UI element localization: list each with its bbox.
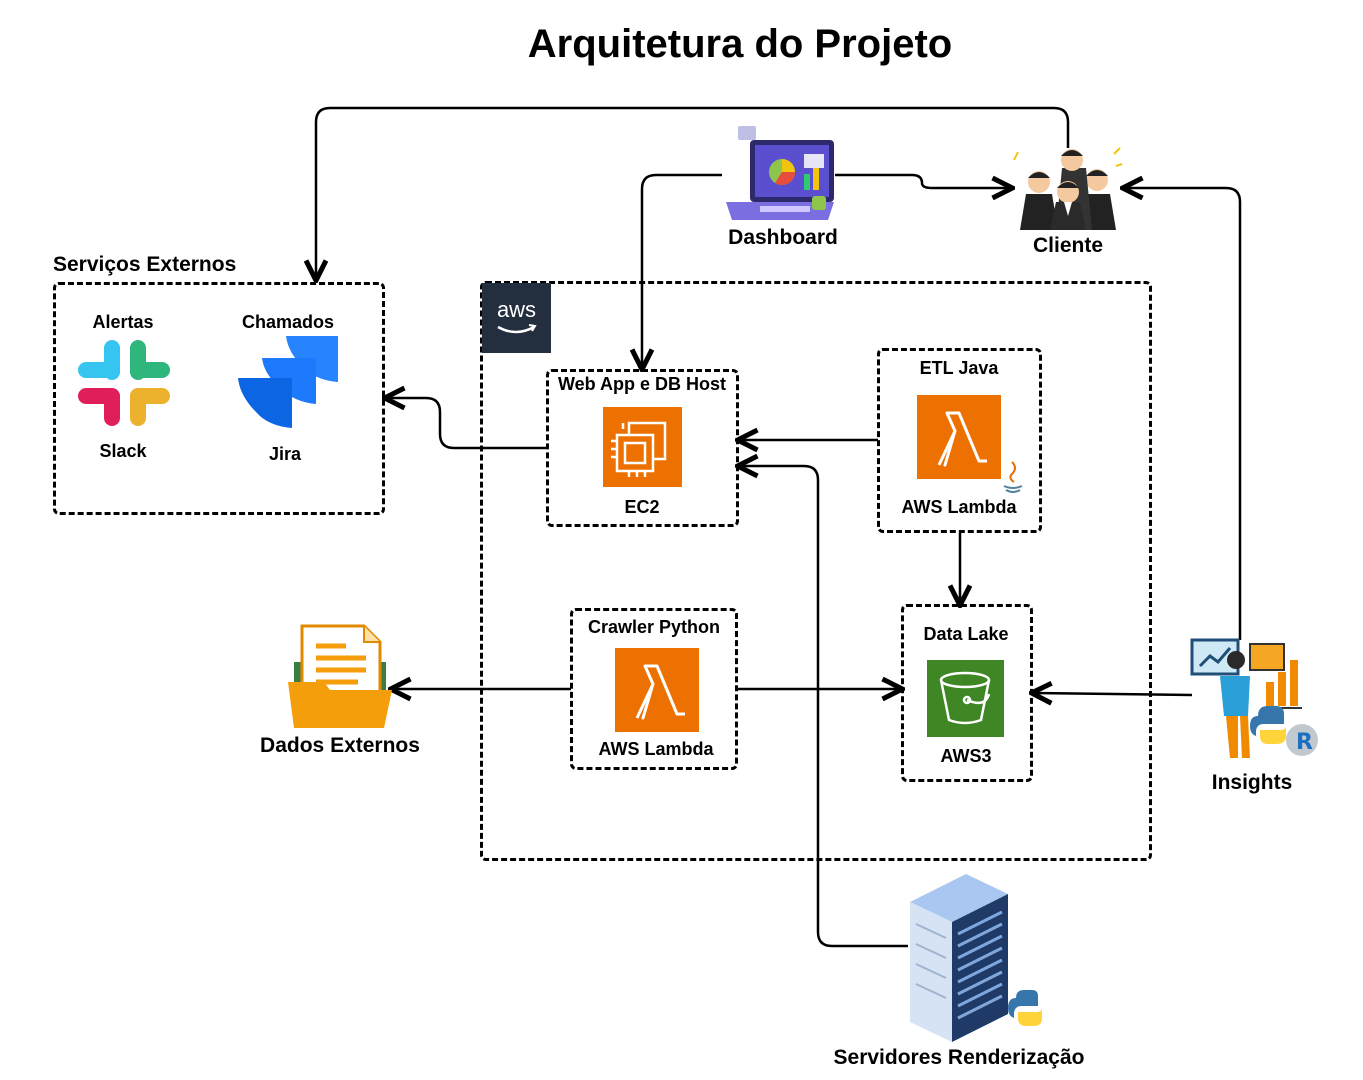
etl-lambda-icon	[917, 395, 1001, 479]
java-icon	[1000, 460, 1026, 496]
server-rack-icon	[910, 874, 1042, 1042]
data-analyst-icon: R	[1190, 638, 1318, 758]
servicos-externos-title: Serviços Externos	[53, 253, 237, 276]
page-title: Arquitetura do Projeto	[527, 22, 953, 66]
edge-insights-datalake	[1034, 693, 1193, 695]
ec2-icon	[603, 407, 682, 487]
crawler-lambda-label: AWS Lambda	[598, 739, 714, 759]
crawler-lambda-icon	[615, 648, 699, 732]
webapp-group	[546, 369, 739, 527]
servidores-label: Servidores Renderização	[833, 1046, 1085, 1069]
folder-documents-icon	[288, 624, 392, 730]
aws-logo-text: aws	[496, 297, 537, 322]
jira-icon	[238, 336, 338, 430]
insights-node: R	[1190, 636, 1320, 762]
etl-lambda-label: AWS Lambda	[901, 497, 1017, 517]
aws-cloud-group	[480, 281, 1152, 861]
s3-bucket-icon	[927, 660, 1004, 737]
etl-group	[877, 348, 1042, 533]
dashboard-label: Dashboard	[728, 226, 838, 249]
edge-cliente-servicos	[316, 106, 1070, 278]
dashboard-node	[720, 122, 840, 230]
etl-label: ETL Java	[919, 358, 999, 378]
servicos-externos-group	[53, 282, 385, 515]
alertas-label: Alertas	[92, 312, 154, 332]
cliente-node	[1012, 146, 1124, 230]
aws-logo: aws	[482, 283, 551, 353]
svg-text:R: R	[1296, 730, 1313, 755]
crawler-group	[570, 608, 738, 770]
dados-externos-label: Dados Externos	[260, 734, 420, 757]
slack-icon	[78, 340, 170, 426]
slack-label: Slack	[99, 441, 147, 461]
edge-dashboard-webapp	[642, 173, 722, 367]
webapp-label: Web App e DB Host	[557, 374, 727, 394]
business-people-icon	[1013, 147, 1123, 230]
datalake-label: Data Lake	[923, 624, 1009, 644]
chamados-label: Chamados	[241, 312, 335, 332]
aws-smile-icon	[497, 324, 537, 334]
ec2-label: EC2	[624, 497, 660, 517]
edge-servidores-ec2	[740, 466, 908, 948]
edge-dashboard-cliente	[835, 173, 1010, 188]
cliente-label: Cliente	[1032, 234, 1104, 257]
laptop-dashboard-icon	[726, 126, 834, 220]
insights-label: Insights	[1211, 771, 1293, 794]
servidores-node	[906, 874, 1046, 1042]
crawler-label: Crawler Python	[587, 617, 721, 637]
datalake-group	[901, 604, 1033, 782]
jira-label: Jira	[268, 444, 302, 464]
aws3-label: AWS3	[940, 746, 992, 766]
edge-ec2-servicos	[387, 398, 546, 450]
edge-insights-cliente	[1125, 188, 1242, 640]
